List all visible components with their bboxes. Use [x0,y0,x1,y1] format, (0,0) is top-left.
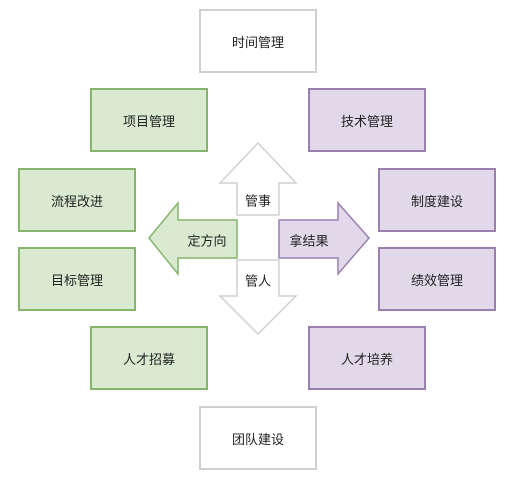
down-arrow [218,259,298,336]
box-right-3: 绩效管理 [378,247,496,311]
box-right-1: 技术管理 [308,88,426,152]
box-right-2: 制度建设 [378,168,496,232]
box-left-3: 目标管理 [18,247,136,311]
right-arrow [278,201,370,277]
box-right-4: 人才培养 [308,326,426,390]
arrow-label-left: 定方向 [187,234,227,250]
box-left-1: 项目管理 [90,88,208,152]
up-arrow [218,141,298,216]
box-left-4: 人才招募 [90,326,208,390]
arrow-label-up: 管事 [244,194,272,210]
box-bottom: 团队建设 [199,406,317,470]
arrow-label-down: 管人 [244,274,272,290]
arrow-label-right: 拿结果 [289,234,329,250]
box-left-2: 流程改进 [18,168,136,232]
box-top: 时间管理 [199,9,317,73]
left-arrow [148,200,238,277]
